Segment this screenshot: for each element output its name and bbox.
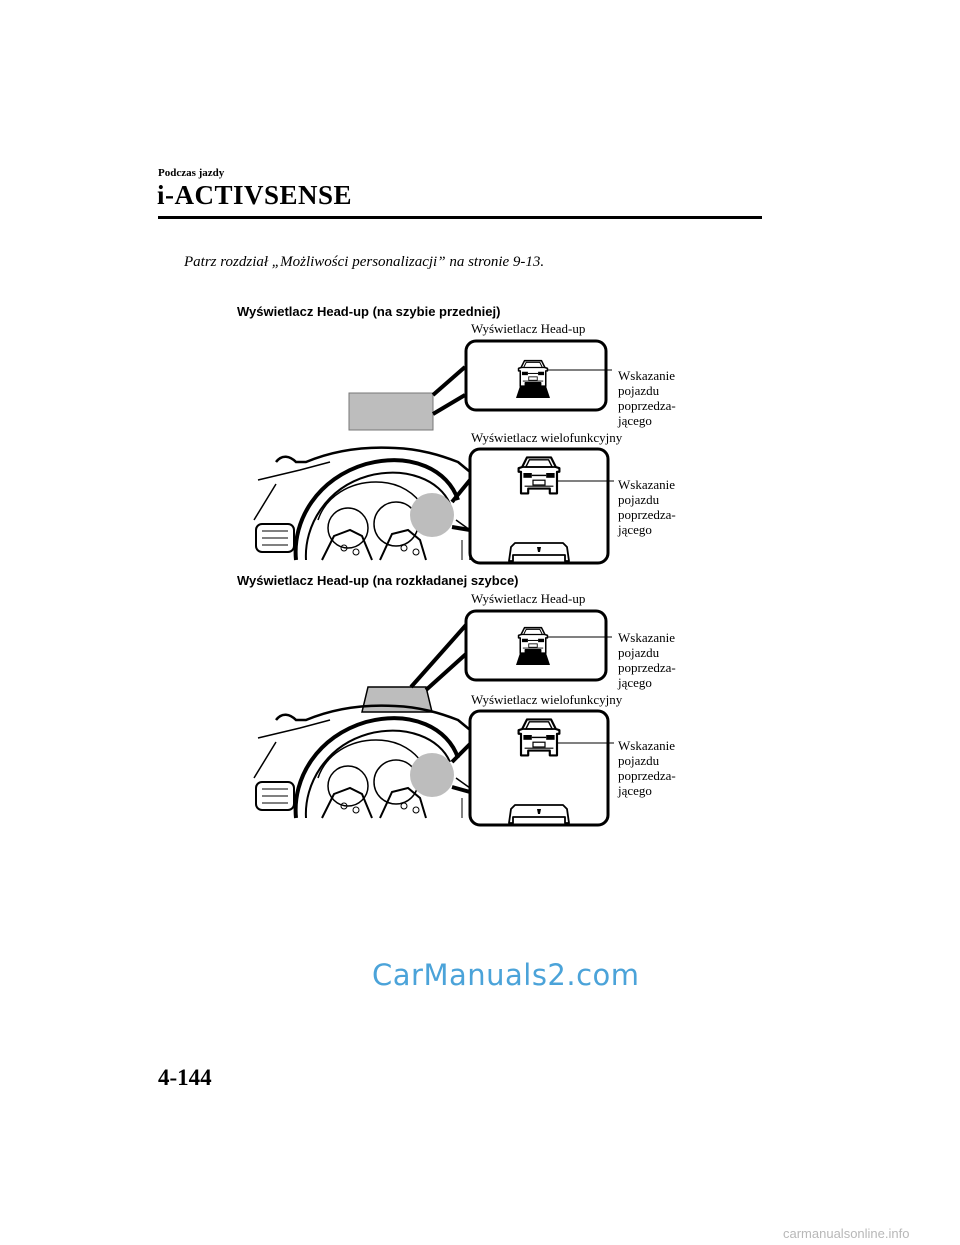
site-mark: carmanualsonline.info [783,1226,910,1241]
callout-line: jącego [618,675,652,690]
figure2-mid-callout: Wskazanie pojazdu poprzedza- jącego [618,738,676,798]
chapter-title: i-ACTIVSENSE [157,180,353,210]
header-rule [158,216,762,219]
callout-line: poprzedza- [618,507,676,522]
callout-line: pojazdu [618,383,660,398]
figure1-heading: Wyświetlacz Head-up (na szybie przedniej… [237,304,501,319]
callout-line: pojazdu [618,753,660,768]
callout-line: jącego [618,522,652,537]
figure1-hud-callout: Wskazanie pojazdu poprzedza- jącego [618,368,676,428]
section-label: Podczas jazdy [158,167,225,179]
watermark[interactable]: CarManuals2.com [372,958,640,992]
callout-line: poprzedza- [618,660,676,675]
page-number: 4-144 [158,1065,212,1090]
callout-line: jącego [618,413,652,428]
callout-line: poprzedza- [618,768,676,783]
figure2-mid-label: Wyświetlacz wielofunkcyjny [471,692,623,707]
callout-line: Wskazanie [618,477,676,492]
intro-text: Patrz rozdział „Możliwości personalizacj… [184,254,545,270]
figure2-hud-label: Wyświetlacz Head-up [471,591,586,606]
callout-line: jącego [618,783,652,798]
callout-line: Wskazanie [618,368,676,383]
callout-line: poprzedza- [618,398,676,413]
figure2-hud-callout: Wskazanie pojazdu poprzedza- jącego [618,630,676,690]
figure1-mid-label: Wyświetlacz wielofunkcyjny [471,430,623,445]
figure2-heading: Wyświetlacz Head-up (na rozkładanej szyb… [237,573,519,588]
callout-line: pojazdu [618,492,660,507]
figure1-mid-callout: Wskazanie pojazdu poprzedza- jącego [618,477,676,537]
callout-line: Wskazanie [618,738,676,753]
figure1-hud-label: Wyświetlacz Head-up [471,321,586,336]
callout-line: Wskazanie [618,630,676,645]
callout-line: pojazdu [618,645,660,660]
